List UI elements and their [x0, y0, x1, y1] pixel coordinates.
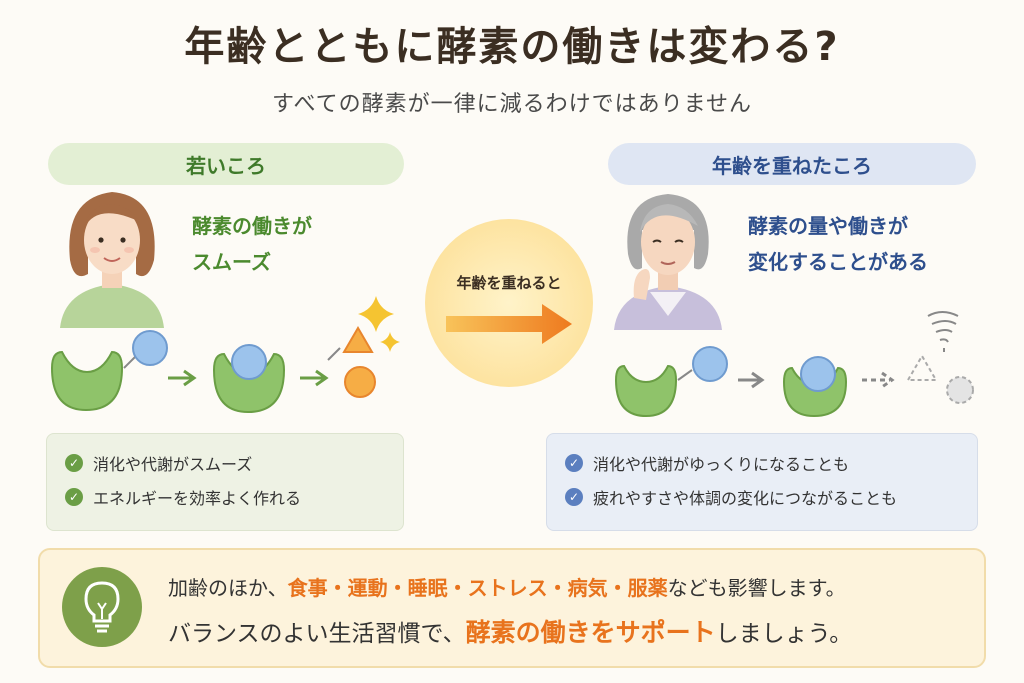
arrow-right-icon: [862, 371, 895, 389]
lightbulb-icon: [62, 567, 142, 647]
check-icon: ✓: [65, 488, 83, 506]
old-header: 年齢を重ねたころ: [608, 143, 976, 185]
product-triangle: [342, 326, 374, 353]
tip-line-1-post: なども影響します。: [667, 576, 846, 600]
old-caption: 酵素の量や働きが 変化することがある: [748, 208, 928, 280]
tip-line-1-pre: 加齢のほか、: [168, 576, 288, 600]
tip-line-2-pre: バランスのよい生活習慣で、: [168, 621, 466, 647]
product-circle: [344, 366, 376, 398]
young-caption-line1: 酵素の働きが: [192, 214, 312, 238]
list-item: ✓ エネルギーを効率よく作れる: [65, 480, 385, 514]
arrow-right-icon: [300, 369, 329, 387]
young-header: 若いころ: [48, 143, 404, 185]
list-item-text: 消化や代謝がスムーズ: [93, 455, 253, 474]
page-title: 年齢とともに酵素の働きは変わる?: [184, 24, 840, 70]
young-woman-illustration: [60, 192, 164, 328]
list-item-text: エネルギーを効率よく作れる: [93, 489, 302, 508]
faded-product-triangle: [906, 354, 938, 381]
tip-box: [38, 548, 986, 668]
list-item-text: 疲れやすさや体調の変化につながることも: [593, 489, 898, 508]
enzyme-shape: [614, 364, 678, 418]
young-caption: 酵素の働きが スムーズ: [192, 208, 312, 280]
substrate-circle: [800, 356, 836, 392]
tip-line-1-highlight: 食事・運動・睡眠・ストレス・病気・服薬: [287, 576, 668, 600]
old-changes-box: ✓ 消化や代謝がゆっくりになることも ✓ 疲れやすさや体調の変化につながることも: [546, 433, 978, 531]
tip-line-2-highlight: 酵素の働きをサポート: [465, 618, 716, 647]
check-icon: ✓: [565, 488, 583, 506]
enzyme-shape: [50, 350, 124, 412]
tip-line-2-post: しましょう。: [715, 621, 853, 647]
transition-circle: [425, 219, 593, 387]
tip-line-2: バランスのよい生活習慣で、酵素の働きをサポートしましょう。: [168, 613, 852, 649]
list-item-text: 消化や代謝がゆっくりになることも: [593, 455, 850, 474]
list-item: ✓ 消化や代謝がゆっくりになることも: [565, 446, 959, 480]
sparkle-icon: [380, 332, 400, 352]
sparkle-icon: [358, 296, 394, 332]
young-enzyme-reaction: [50, 296, 400, 414]
tip-line-1: 加齢のほか、食事・運動・睡眠・ストレス・病気・服薬なども影響します。: [168, 572, 846, 601]
substrate-circle: [231, 344, 267, 380]
transition-label: 年齢を重ねると: [456, 274, 562, 292]
faded-product-circle: [946, 376, 974, 404]
list-item: ✓ 消化や代謝がスムーズ: [65, 446, 385, 480]
arrow-right-icon: [738, 371, 765, 389]
check-icon: ✓: [565, 454, 583, 472]
old-caption-line1: 酵素の量や働きが: [748, 214, 908, 238]
old-enzyme-reaction: [614, 311, 974, 418]
page-subtitle: すべての酵素が一律に減るわけではありません: [272, 92, 752, 117]
arrow-right-icon: [168, 369, 197, 387]
list-item: ✓ 疲れやすさや体調の変化につながることも: [565, 480, 959, 514]
older-woman-illustration: [614, 194, 722, 330]
check-icon: ✓: [65, 454, 83, 472]
substrate-circle: [692, 346, 728, 382]
substrate-circle: [132, 330, 168, 366]
young-benefits-box: ✓ 消化や代謝がスムーズ ✓ エネルギーを効率よく作れる: [46, 433, 404, 531]
swirl-icon: [927, 311, 959, 352]
arrow-right-icon: [446, 304, 572, 344]
old-caption-line2: 変化することがある: [748, 250, 928, 274]
enzyme-shape: [212, 352, 286, 414]
young-caption-line2: スムーズ: [192, 250, 271, 274]
